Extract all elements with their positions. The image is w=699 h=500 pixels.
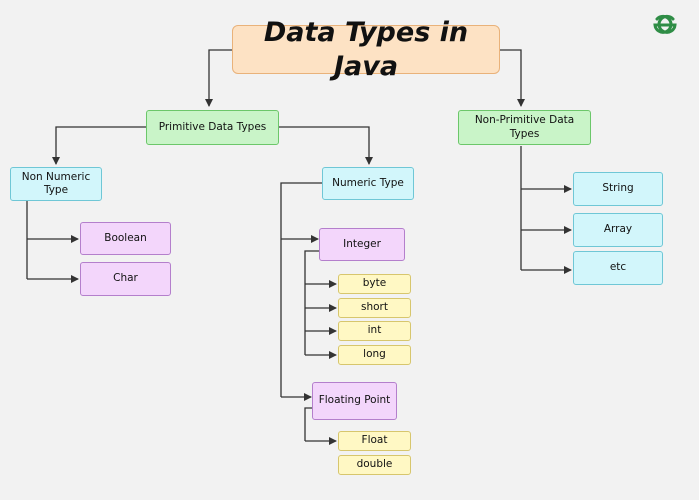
node-primitive-data-types: Primitive Data Types	[146, 110, 279, 145]
node-long: long	[338, 345, 411, 365]
node-byte: byte	[338, 274, 411, 294]
edge-primitive-nonnumeric	[52, 126, 146, 165]
edge-title-primitive	[205, 49, 232, 107]
node-short: short	[338, 298, 411, 318]
node-non-numeric-type: Non Numeric Type	[10, 167, 102, 201]
diagram-title: Data Types in Java	[232, 17, 500, 82]
gfg-logo-icon	[653, 14, 677, 34]
node-non-primitive-data-types: Non-Primitive Data Types	[458, 110, 591, 145]
edge-numeric-children	[280, 182, 322, 397]
node-etc: etc	[573, 251, 663, 285]
edge-primitive-numeric	[279, 126, 373, 165]
edge-integer-children	[304, 250, 319, 355]
node-double: double	[338, 455, 411, 475]
node-int: int	[338, 321, 411, 341]
node-array: Array	[573, 213, 663, 247]
node-float: Float	[338, 431, 411, 451]
node-floating-point: Floating Point	[312, 382, 397, 420]
edge-floating-children	[304, 407, 312, 441]
node-integer: Integer	[319, 228, 405, 261]
node-boolean: Boolean	[80, 222, 171, 255]
node-char: Char	[80, 262, 171, 296]
node-numeric-type: Numeric Type	[322, 167, 414, 200]
node-string: String	[573, 172, 663, 206]
edge-title-nonprimitive	[500, 49, 525, 107]
